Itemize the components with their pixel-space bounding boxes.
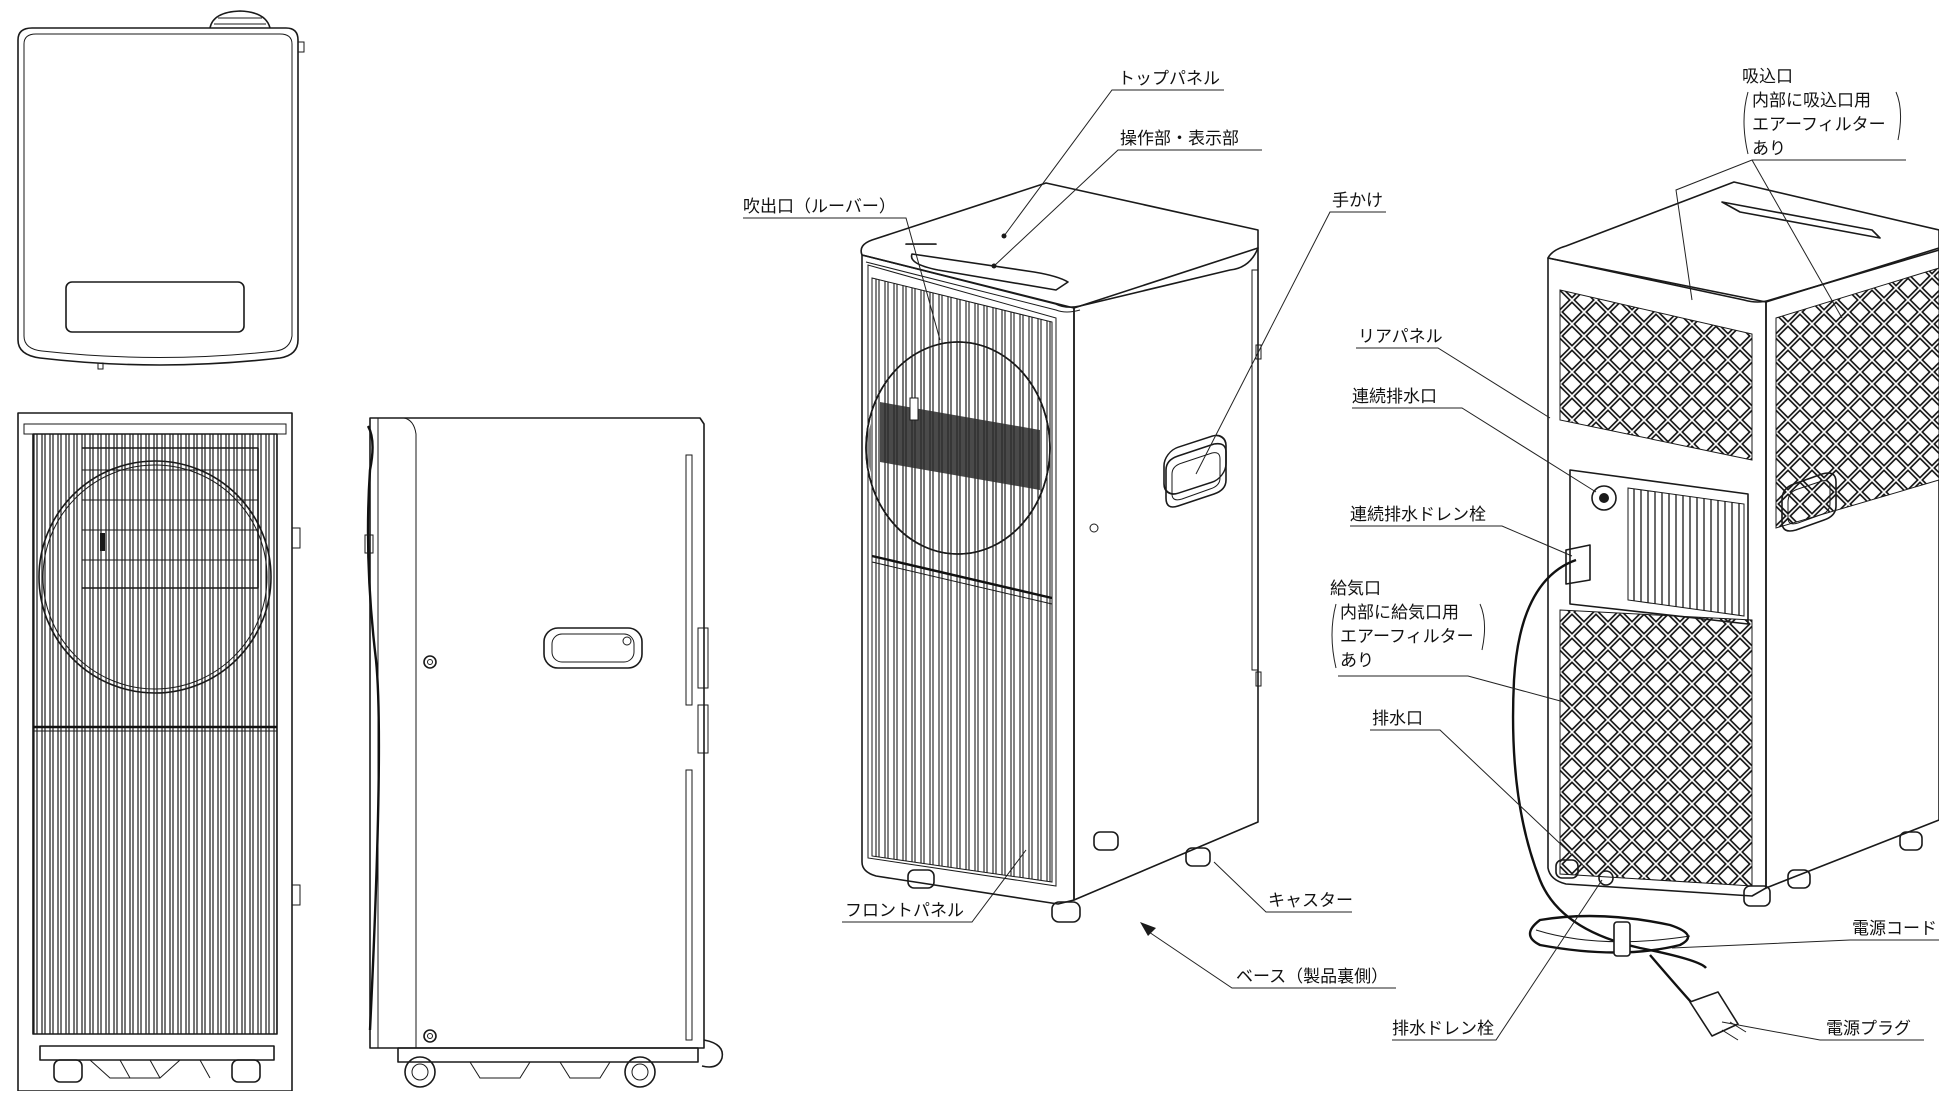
intake-bracket-left — [1744, 92, 1748, 154]
rear-perspective-drawing — [1513, 182, 1939, 1040]
side-view-drawing — [365, 418, 722, 1087]
label-power-plug: 電源プラグ — [1826, 1019, 1911, 1039]
front-perspective-drawing — [861, 183, 1261, 922]
label-supply-note-1: 内部に給気口用 — [1340, 603, 1459, 623]
supply-bracket-left — [1332, 604, 1336, 668]
label-handle: 手かけ — [1332, 191, 1383, 211]
label-continuous-drain-plug: 連続排水ドレン栓 — [1350, 505, 1486, 525]
label-drain-plug: 排水ドレン栓 — [1392, 1019, 1494, 1039]
label-supply-note-3: あり — [1340, 651, 1374, 671]
label-caster: キャスター — [1268, 891, 1353, 911]
front-view-drawing — [18, 413, 300, 1091]
intake-bracket-right — [1896, 92, 1901, 140]
label-rear-panel: リアパネル — [1358, 327, 1443, 347]
label-intake-note-1: 内部に吸込口用 — [1752, 91, 1871, 111]
label-continuous-drain: 連続排水口 — [1352, 387, 1437, 407]
label-intake-note-3: あり — [1752, 139, 1786, 159]
label-outlet-louver: 吹出口（ルーバー） — [743, 197, 896, 217]
label-drain-outlet: 排水口 — [1372, 709, 1423, 729]
supply-bracket-right — [1480, 604, 1485, 650]
label-intake-note-2: エアーフィルター — [1752, 115, 1886, 135]
label-supply-title: 給気口 — [1330, 579, 1381, 599]
label-front-panel: フロントパネル — [845, 901, 964, 921]
top-view-drawing — [18, 11, 304, 369]
label-top-panel: トップパネル — [1118, 69, 1220, 89]
label-control-display: 操作部・表示部 — [1120, 129, 1239, 149]
label-supply-note-2: エアーフィルター — [1340, 627, 1474, 647]
label-power-cord: 電源コード — [1852, 919, 1937, 939]
label-base: ベース（製品裏側） — [1236, 966, 1388, 987]
label-intake-title: 吸込口 — [1742, 67, 1793, 87]
